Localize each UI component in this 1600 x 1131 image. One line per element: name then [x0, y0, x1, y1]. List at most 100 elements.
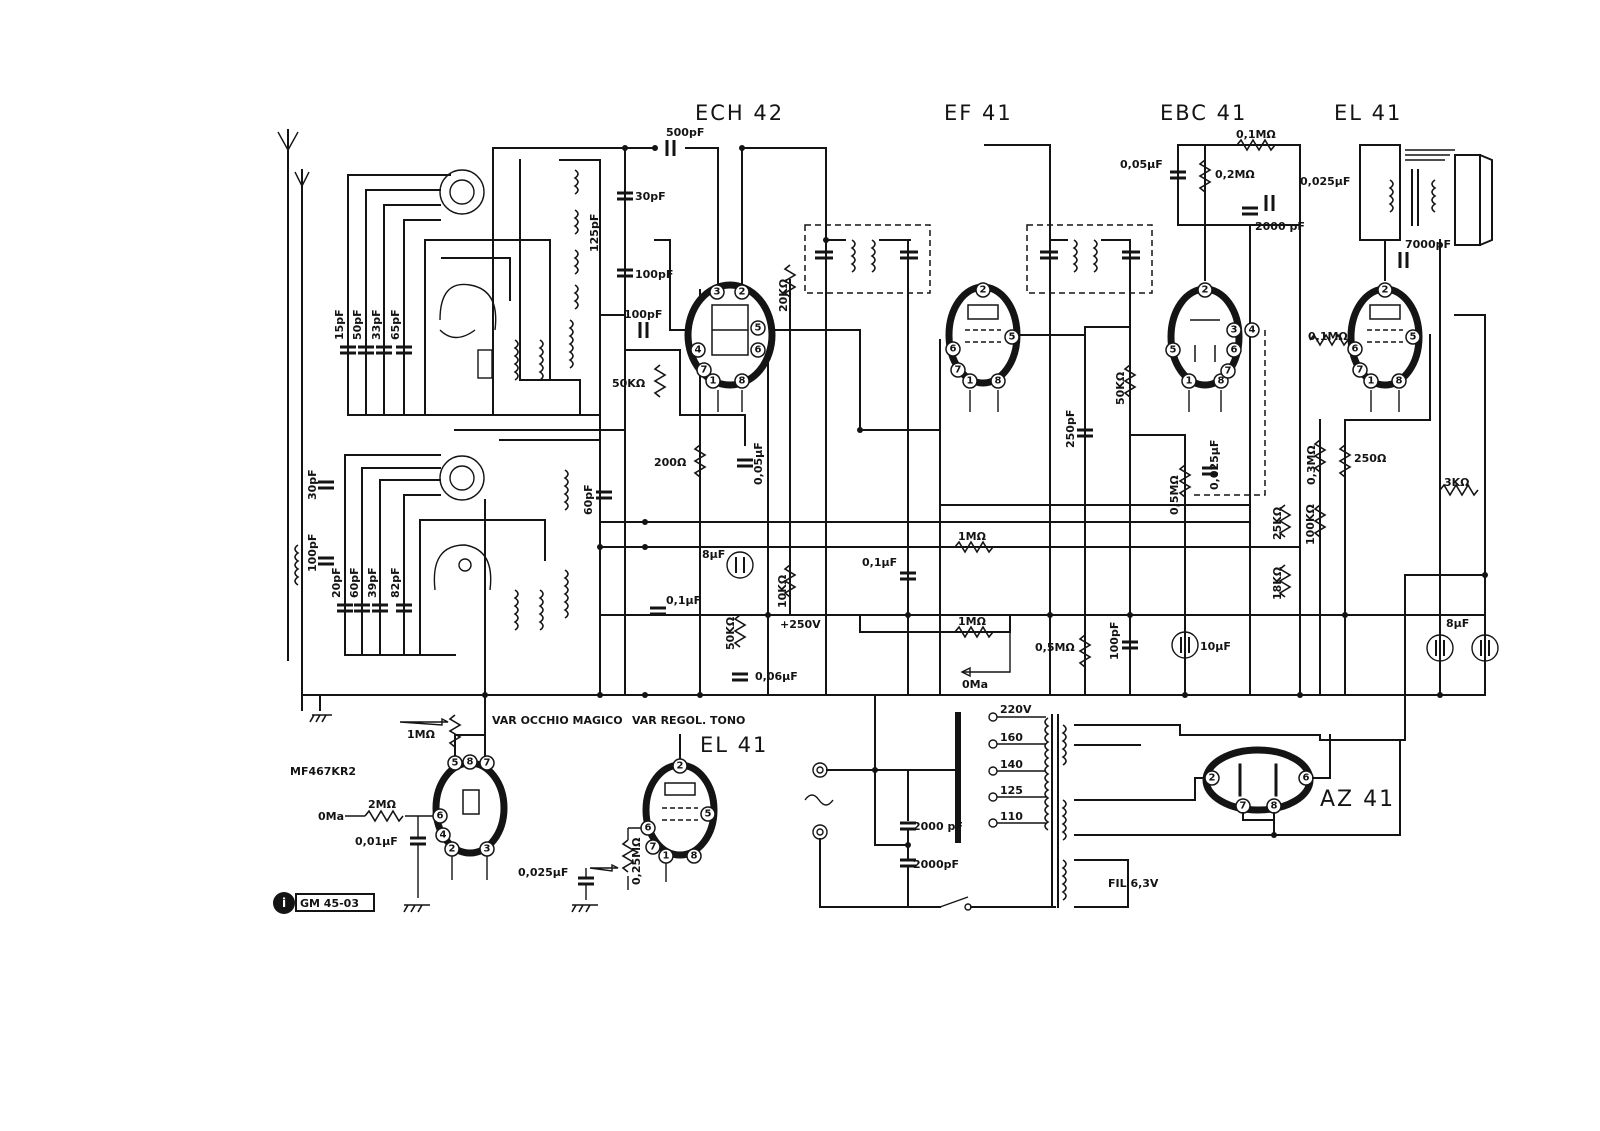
svg-text:6: 6: [1352, 344, 1359, 355]
svg-text:4: 4: [695, 345, 702, 356]
c7000pf-label: 7000pF: [1405, 238, 1451, 251]
cap-60pf-label: 60pF: [348, 567, 361, 598]
svg-text:4: 4: [440, 830, 447, 841]
power-transformer-icon: [1044, 714, 1067, 908]
tube-ebc41-pins: 2 3 4 6 8 1 7 5: [1165, 282, 1260, 389]
c8uf-b-label: 8µF: [1446, 617, 1469, 630]
var-eye-label: VAR OCCHIO MAGICO: [492, 714, 623, 727]
svg-text:6: 6: [1231, 345, 1238, 356]
r025m-label: 0,25MΩ: [630, 837, 643, 885]
r50k-a-label: 50KΩ: [612, 377, 646, 390]
heater-leads: [717, 390, 1400, 412]
speaker-icon: [1388, 149, 1493, 247]
tube-el41: 2 5 8 1 7 6: [1347, 282, 1423, 389]
svg-text:7: 7: [1240, 801, 1247, 812]
publisher-stamp: i GM 45-03: [273, 892, 375, 914]
oma-top-label: 0Ma: [962, 678, 988, 691]
svg-text:4: 4: [1249, 325, 1256, 336]
svg-text:7: 7: [701, 365, 708, 376]
v250-label: +250V: [780, 618, 821, 631]
tube-ech42: 3 2 5 6 8 1 7 4: [684, 281, 776, 389]
c0025uf-a-label: 0,025µF: [1300, 175, 1350, 188]
rf-section-lower: [294, 439, 601, 696]
tube-title-az41: AZ 41: [1320, 787, 1395, 812]
svg-text:8: 8: [739, 376, 746, 387]
c005uf-b-label: 0,05µF: [1120, 158, 1163, 171]
svg-text:7: 7: [955, 365, 962, 376]
svg-text:2: 2: [1202, 285, 1209, 296]
r25k-label: 25KΩ: [1271, 506, 1284, 540]
r50k-c-label: 50KΩ: [1114, 371, 1127, 405]
c006uf-label: 0,06µF: [755, 670, 798, 683]
r3k-label: 3KΩ: [1444, 476, 1470, 489]
svg-text:3: 3: [484, 844, 491, 855]
tube-title-el41-bottom: EL 41: [700, 733, 768, 757]
tube-ef41: 2 5 8 1 7 6: [945, 282, 1021, 389]
svg-text:8: 8: [467, 757, 474, 768]
cap-82pf-label: 82pF: [389, 567, 402, 598]
detector-components: 0,1MΩ 0,05µF 0,2MΩ 0,025µF 2000 pF 7000p…: [1120, 128, 1451, 496]
fil-label: FIL 6,3V: [1108, 877, 1159, 890]
svg-text:7: 7: [484, 758, 491, 769]
c60pf-b-label: 60pF: [582, 484, 595, 515]
r50k-b-label: 50KΩ: [724, 616, 737, 650]
tube-ebc41: 2 3 4 6 8 1 7 5: [1165, 282, 1260, 389]
oma-bot-label: 0Ma: [318, 810, 344, 823]
r100k-label: 100KΩ: [1304, 504, 1317, 545]
r1m-b-label: 1MΩ: [958, 615, 987, 628]
svg-text:7: 7: [650, 842, 657, 853]
c01uf-b-label: 0,1µF: [862, 556, 897, 569]
junction-dots: [482, 145, 1488, 848]
cap-30pf-label: 30pF: [635, 190, 666, 203]
wave-switch-icon-lower: [439, 455, 485, 501]
mains-terminal-icon-2: [812, 824, 828, 840]
r2m-label: 2MΩ: [368, 798, 397, 811]
svg-text:2: 2: [739, 287, 746, 298]
c8uf-a-label: 8µF: [702, 548, 725, 561]
svg-text:2: 2: [1382, 285, 1389, 296]
cap-500pf-label: 500pF: [666, 126, 704, 139]
r05m-a-label: 0,5MΩ: [1035, 641, 1075, 654]
svg-text:5: 5: [1410, 332, 1417, 343]
svg-text:7: 7: [1357, 365, 1364, 376]
svg-text:2: 2: [449, 844, 456, 855]
cap-100pf-a-label: 100pF: [635, 268, 673, 281]
var-tone-label: VAR REGOL. TONO: [632, 714, 745, 727]
trimmer-caps-upper: 15pF 50pF 33pF 65pF: [333, 309, 412, 355]
svg-text:6: 6: [755, 345, 762, 356]
resistor-02m: [1198, 159, 1212, 193]
svg-text:2: 2: [1209, 773, 1216, 784]
tap-125-label: 125: [1000, 784, 1023, 797]
tube-title-ef41: EF 41: [944, 101, 1013, 125]
c10uf-label: 10µF: [1200, 640, 1231, 653]
svg-text:8: 8: [1396, 376, 1403, 387]
r250-label: 250Ω: [1354, 452, 1387, 465]
svg-text:5: 5: [452, 758, 459, 769]
r200-label: 200Ω: [654, 456, 687, 469]
cap-20pf-label: 20pF: [330, 567, 343, 598]
svg-text:6: 6: [437, 811, 444, 822]
tube-ech42-pins: 3 2 5 6 8 1 7 4: [690, 284, 766, 389]
svg-text:6: 6: [950, 344, 957, 355]
svg-text:5: 5: [1170, 345, 1177, 356]
rf-section-upper: [347, 147, 601, 416]
tube-el41-pins: 2 5 8 1 7 6: [1347, 282, 1421, 389]
r18k-label: 18KΩ: [1271, 566, 1284, 600]
osc-caps: 500pF 30pF 100pF 125pF 100pF: [588, 126, 704, 338]
svg-text:8: 8: [1218, 376, 1225, 387]
cap-15pf-label: 15pF: [333, 309, 346, 340]
c01uf-a-label: 0,1µF: [666, 594, 701, 607]
cap-125pf-label: 125pF: [588, 214, 601, 252]
c005uf-a-label: 0,05µF: [752, 442, 765, 485]
r1m-c-label: 1MΩ: [407, 728, 436, 741]
output-components: 0,1MΩ 0,3MΩ 250Ω 25KΩ 100KΩ 18KΩ 3KΩ 8µF: [1271, 330, 1499, 662]
mid-components: 20KΩ 50KΩ 200Ω 0,05µF 60pF 0,1µF 8µF 10K…: [582, 264, 1231, 691]
antenna-icon: [277, 129, 310, 696]
magic-eye-section: MF467KR2 1MΩ VAR OCCHIO MAGICO 5 8 7 6 4…: [290, 694, 623, 913]
svg-text:1: 1: [663, 851, 670, 862]
tap-140-label: 140: [1000, 758, 1023, 771]
tap-160-label: 160: [1000, 731, 1023, 744]
c0025uf-c-label: 0,025µF: [518, 866, 568, 879]
cap-100pf-c-label: 100pF: [306, 534, 319, 572]
